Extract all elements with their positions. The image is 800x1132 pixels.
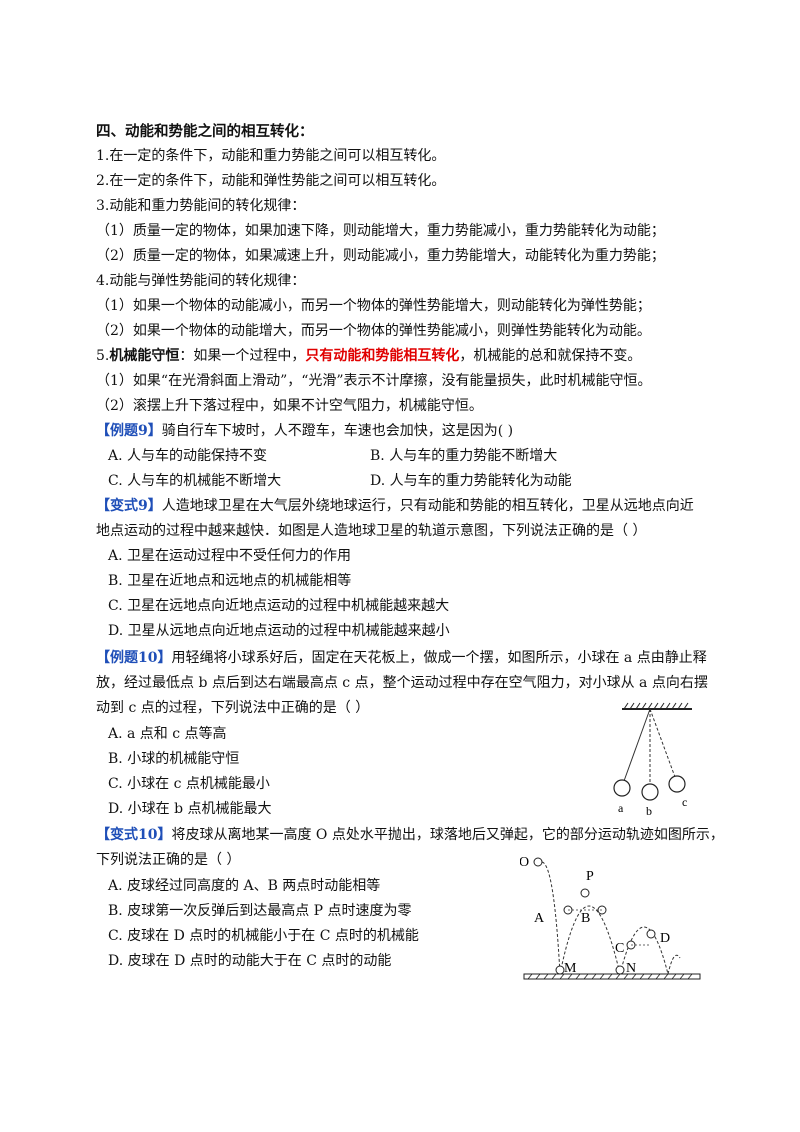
option-d: D. 皮球在 D 点时的动能大于在 C 点时的动能 xyxy=(108,953,392,969)
option-b: B. 人与车的重力势能不断增大 xyxy=(370,448,558,464)
label-a: A xyxy=(534,911,545,926)
question-example-10: 【例题10】用轻绳将小球系好后，固定在天花板上，做成一个摆，如图所示，小球在 a… xyxy=(96,648,707,668)
point-5: 5.机械能守恒：如果一个过程中，只有动能和势能相互转化，机械能的总和就保持不变。 xyxy=(96,346,641,366)
question-example-9: 【例题9】骑自行车下坡时，人不蹬车，车速也会加快，这是因为( ) xyxy=(96,421,513,441)
ball-p xyxy=(580,888,590,898)
ball-n xyxy=(615,965,625,975)
point-4: 4.动能与弹性势能间的转化规律： xyxy=(96,273,306,289)
label-m: M xyxy=(564,961,577,976)
label-p: P xyxy=(586,869,594,884)
point-4-2: （2）如果一个物体的动能增大，而另一个物体的弹性势能减小，则弹性势能转化为动能。 xyxy=(96,323,651,339)
option-b: B. 皮球第一次反弹后到达最高点 P 点时速度为零 xyxy=(108,903,412,919)
label-b: b xyxy=(646,804,652,815)
string-c xyxy=(649,708,676,778)
option-d: D. 小球在 b 点机械能最大 xyxy=(108,801,272,817)
option-a: A. 皮球经过同高度的 A、B 两点时动能相等 xyxy=(108,878,381,894)
point-4-1: （1）如果一个物体的动能减小，而另一个物体的弹性势能增大，则动能转化为弹性势能； xyxy=(96,298,651,314)
question-variant-9: 【变式9】人造地球卫星在大气层外绕地球运行，只有动能和势能的相互转化，卫星从远地… xyxy=(96,496,694,516)
question-tag: 【变式10】 xyxy=(96,827,172,843)
question-stem-line-2: 下列说法正确的是（ ） xyxy=(96,852,241,868)
ball-o xyxy=(533,857,543,867)
point-5-term: 机械能守恒 xyxy=(109,348,180,364)
label-a: a xyxy=(618,801,624,815)
question-stem-line-2: 地点运动的过程中越来越快．如图是人造地球卫星的轨道示意图，下列说法正确的是（ ） xyxy=(96,523,647,539)
point-5-1: （1）如果“在光滑斜面上滑动”，“光滑”表示不计摩擦，没有能量损失，此时机械能守… xyxy=(96,373,652,389)
label-c: C xyxy=(615,941,624,956)
option-b: B. 卫星在近地点和远地点的机械能相等 xyxy=(108,573,352,589)
question-stem-line-1: 人造地球卫星在大气层外绕地球运行，只有动能和势能的相互转化，卫星从远地点向近 xyxy=(161,498,694,514)
option-c: C. 卫星在远地点向近地点运动的过程中机械能越来越大 xyxy=(108,598,450,614)
ball-d xyxy=(646,929,656,939)
label-b: B xyxy=(581,911,590,926)
label-d: D xyxy=(660,931,670,946)
option-c: C. 小球在 c 点机械能最小 xyxy=(108,776,270,792)
point-3-2: （2）质量一定的物体，如果减速上升，则动能减小，重力势能增大，动能转化为重力势能… xyxy=(96,248,665,264)
point-1: 1.在一定的条件下，动能和重力势能之间可以相互转化。 xyxy=(96,148,446,164)
ball-b xyxy=(641,783,659,801)
option-b: B. 小球的机械能守恒 xyxy=(108,751,240,767)
option-a: A. 卫星在运动过程中不受任何力的作用 xyxy=(108,548,352,564)
point-5-highlight: 只有动能和势能相互转化 xyxy=(305,348,460,364)
option-d: D. 人与车的重力势能转化为动能 xyxy=(370,473,572,489)
point-5-end: ，机械能的总和就保持不变。 xyxy=(459,348,642,364)
question-stem-line-1: 用轻绳将小球系好后，固定在天花板上，做成一个摆，如图所示，小球在 a 点由静止释 xyxy=(171,650,707,666)
label-o: O xyxy=(520,855,529,870)
point-2: 2.在一定的条件下，动能和弹性势能之间可以相互转化。 xyxy=(96,173,446,189)
option-a: A. a 点和 c 点等高 xyxy=(108,726,227,742)
point-5-number: 5. xyxy=(96,348,110,364)
section-heading: 四、动能和势能之间的相互转化： xyxy=(96,123,314,140)
ground-hatch xyxy=(527,973,693,980)
trajectory-third-bounce xyxy=(667,954,681,975)
trajectory-first-fall xyxy=(541,861,561,975)
option-c: C. 人与车的机械能不断增大 xyxy=(108,473,282,489)
ceiling-hatch xyxy=(623,702,689,710)
point-5-mid: ：如果一个过程中， xyxy=(179,348,306,364)
label-c: c xyxy=(682,795,687,809)
pendulum-figure: a b c xyxy=(613,702,692,815)
point-5-2: （2）滚摆上升下落过程中，如果不计空气阻力，机械能守恒。 xyxy=(96,398,483,414)
ball-m xyxy=(555,965,565,975)
ball-c xyxy=(668,775,686,793)
option-d: D. 卫星从远地点向近地点运动的过程中机械能越来越小 xyxy=(108,623,450,639)
label-n: N xyxy=(626,961,636,976)
question-stem-line-1: 将皮球从离地某一高度 O 点处水平抛出，球落地后又弹起，它的部分运动轨迹如图所示… xyxy=(171,827,724,843)
question-stem-line-2: 放，经过最低点 b 点后到达右端最高点 c 点，整个运动过程中存在空气阻力，对小… xyxy=(96,675,708,691)
question-tag: 【变式9】 xyxy=(96,498,162,514)
ball-a xyxy=(613,779,631,797)
question-stem: 骑自行车下坡时，人不蹬车，车速也会加快，这是因为( ) xyxy=(161,423,514,439)
option-c: C. 皮球在 D 点时的机械能小于在 C 点时的机械能 xyxy=(108,928,419,944)
question-stem-line-3: 动到 c 点的过程，下列说法中正确的是（ ） xyxy=(96,700,370,716)
bouncing-ball-figure: O A P B C D M N xyxy=(520,855,701,980)
point-3: 3.动能和重力势能间的转化规律： xyxy=(96,198,306,214)
trajectory-first-bounce xyxy=(559,905,621,975)
option-a: A. 人与车的动能保持不变 xyxy=(108,448,268,464)
question-tag: 【例题9】 xyxy=(96,423,162,439)
point-3-1: （1）质量一定的物体，如果加速下降，则动能增大，重力势能减小，重力势能转化为动能… xyxy=(96,223,665,239)
question-variant-10: 【变式10】将皮球从离地某一高度 O 点处水平抛出，球落地后又弹起，它的部分运动… xyxy=(96,825,724,845)
question-tag: 【例题10】 xyxy=(96,650,172,666)
string-a xyxy=(623,708,651,782)
